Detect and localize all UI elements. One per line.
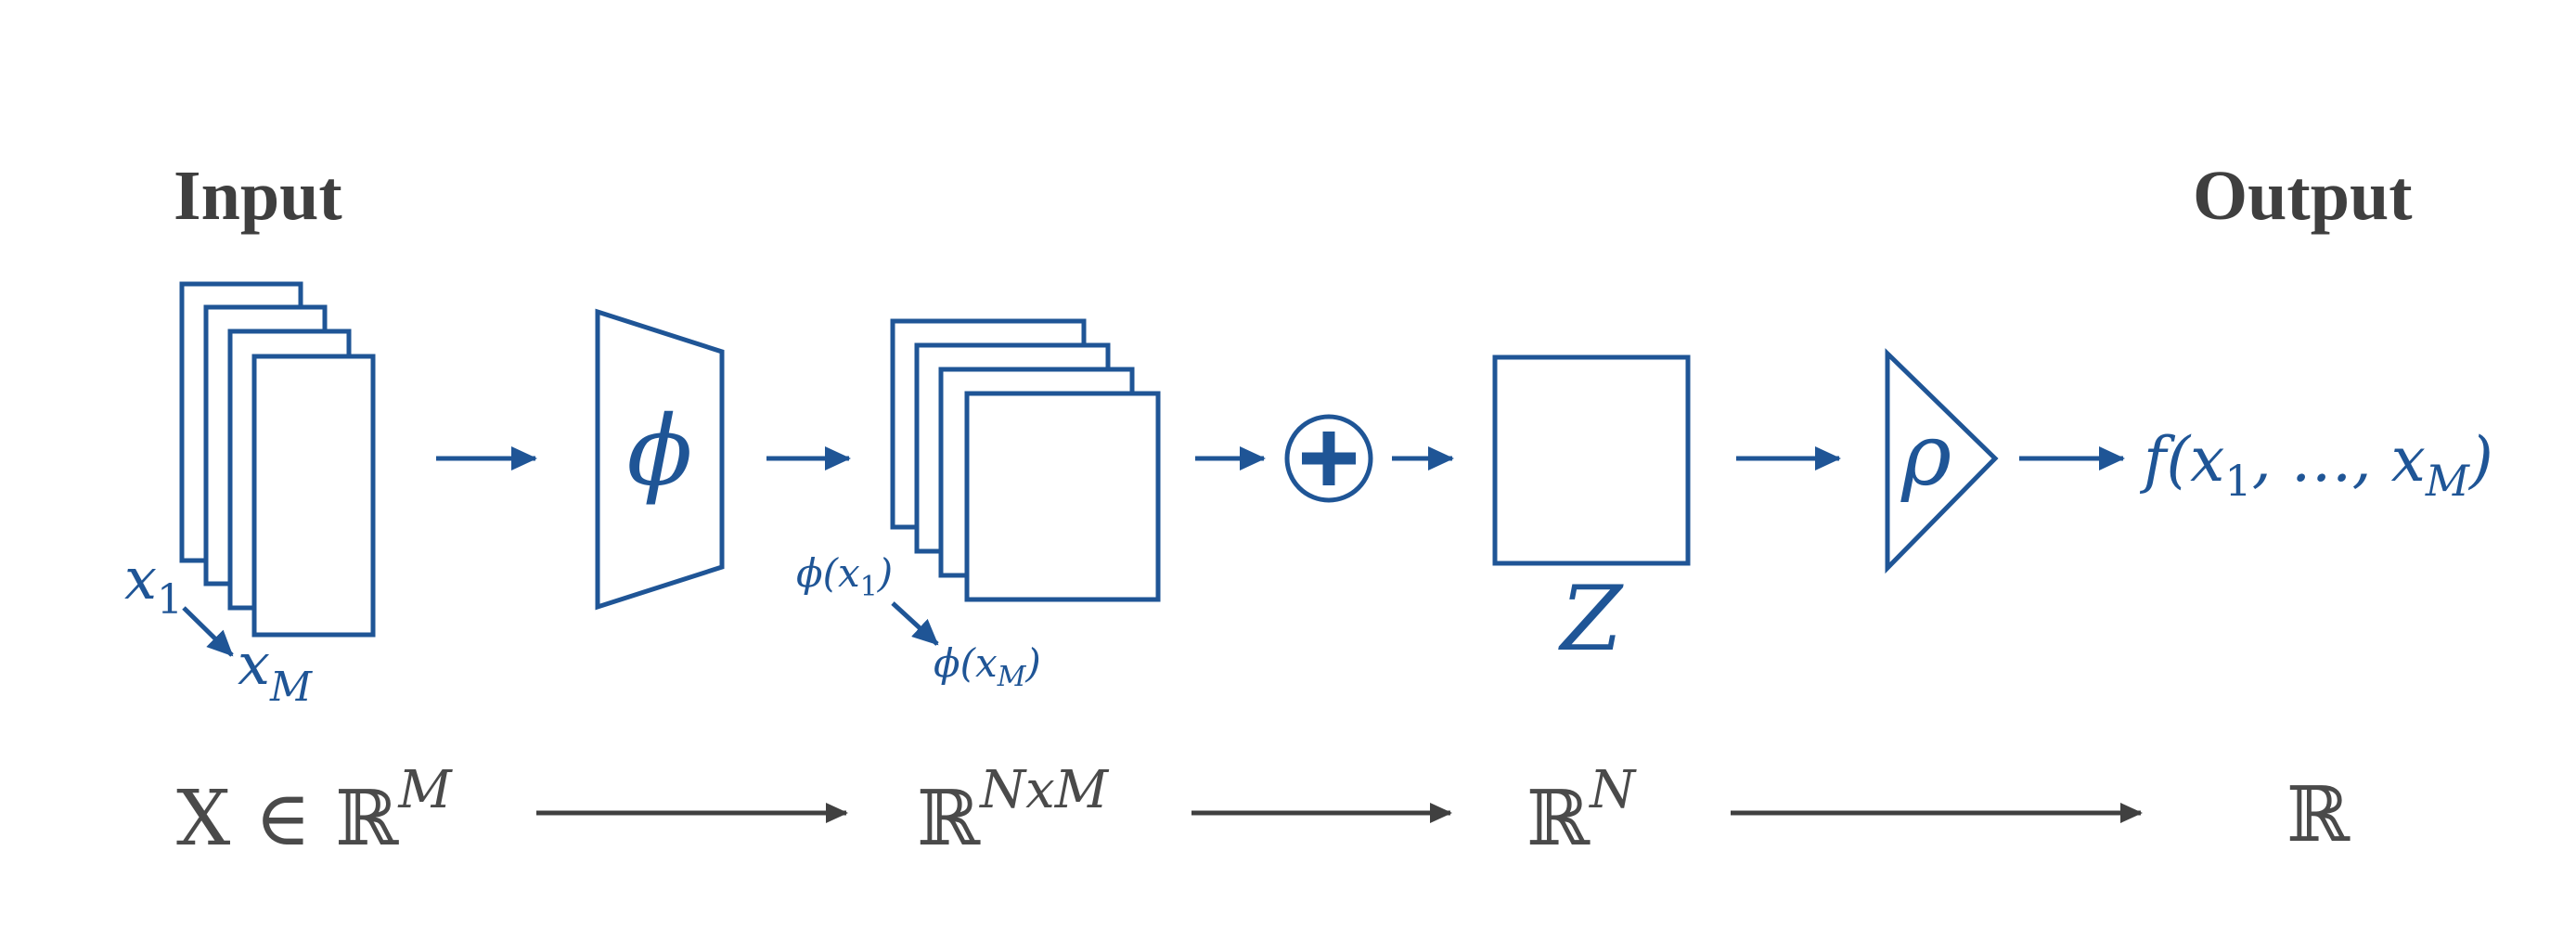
input-stack <box>179 281 376 638</box>
pooled-space-label: ℝN <box>1526 760 1637 863</box>
pooled-representation-box <box>1492 354 1691 566</box>
input-heading: Input <box>174 157 342 235</box>
embedding-stack <box>890 318 1161 602</box>
input-last-label: xM <box>238 630 313 711</box>
embedding-frame <box>964 391 1161 602</box>
output-space-label: ℝ <box>2286 771 2351 859</box>
input-frame <box>251 354 376 638</box>
sum-operator <box>1284 414 1373 503</box>
embedding-last-label: ϕ(xM) <box>934 640 1041 693</box>
rho-symbol: ρ <box>1900 406 1951 505</box>
input-order-arrow <box>182 606 234 657</box>
phi-symbol: ϕ <box>627 394 693 508</box>
input-space-label: X ∈ ℝM <box>176 760 453 863</box>
phi-encoder <box>595 308 725 611</box>
z-label: Z <box>1558 567 1625 671</box>
embedding-space-label: ℝNxM <box>917 760 1110 863</box>
input-first-label: x1 <box>124 545 183 624</box>
embedding-first-label: ϕ(x1) <box>796 550 893 603</box>
rho-decoder <box>1885 348 1999 574</box>
embedding-order-arrow <box>891 601 939 646</box>
output-heading: Output <box>2193 157 2413 235</box>
output-function: f(x1, …, xM) <box>2139 424 2493 506</box>
